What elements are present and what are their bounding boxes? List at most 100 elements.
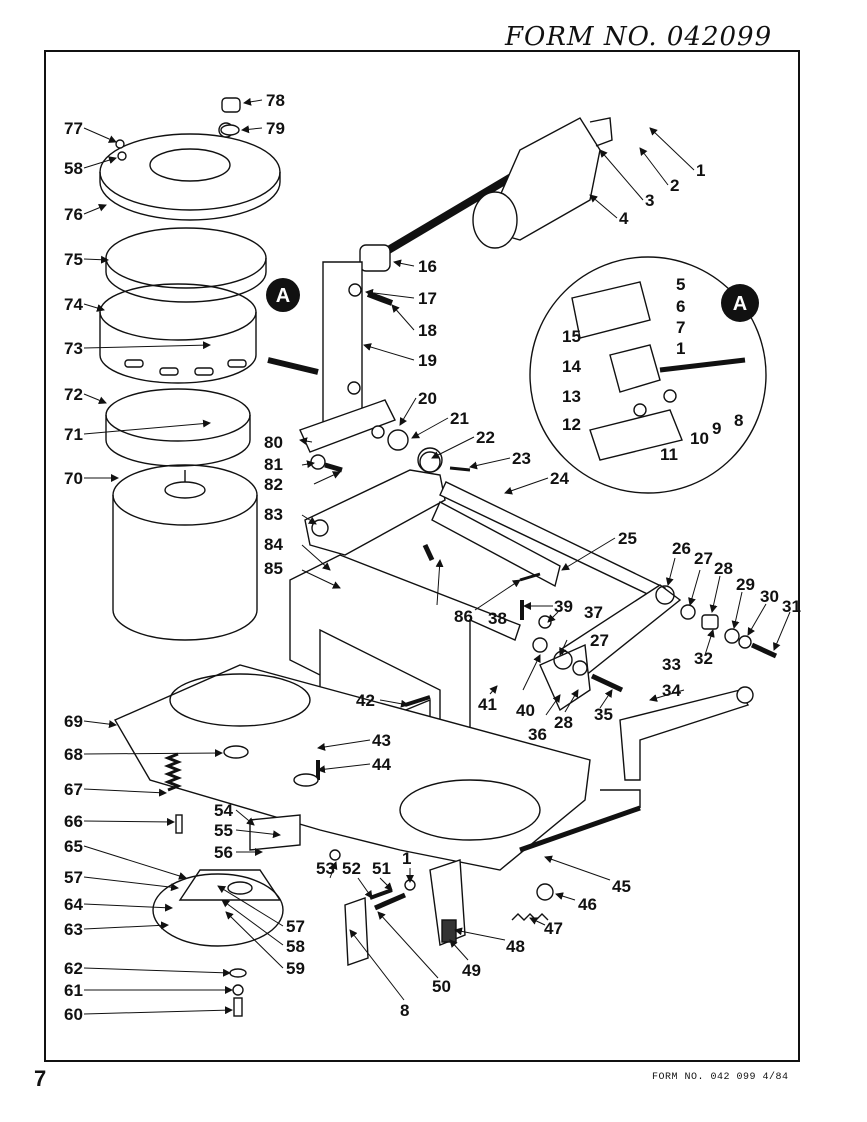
label-2: 2 [670, 176, 679, 195]
label-63: 63 [64, 920, 83, 939]
top-cover-part [99, 122, 281, 221]
pin-stack-part [229, 968, 247, 1017]
callout-a-detail: A [721, 284, 759, 322]
motor-part [112, 464, 258, 641]
label-84: 84 [264, 535, 283, 554]
label-80: 80 [264, 433, 283, 452]
label-1b: 1 [402, 849, 411, 868]
label-25: 25 [618, 529, 637, 548]
label-76: 76 [64, 205, 83, 224]
label-24: 24 [550, 469, 569, 488]
bottom-disc-part [152, 869, 284, 947]
label-26: 26 [672, 539, 691, 558]
rod-part [519, 789, 641, 853]
label-4: 4 [619, 209, 629, 228]
label-42: 42 [356, 691, 375, 710]
label-35: 35 [594, 705, 613, 724]
label-77: 77 [64, 119, 83, 138]
label-38: 38 [488, 609, 507, 628]
label-5: 5 [676, 275, 685, 294]
label-29: 29 [736, 575, 755, 594]
label-10: 10 [690, 429, 709, 448]
label-31: 31 [782, 597, 801, 616]
label-57: 57 [64, 868, 83, 887]
coil-spring-part [163, 752, 183, 792]
label-57b: 57 [286, 917, 305, 936]
label-27b: 27 [590, 631, 609, 650]
form-code-footer: FORM NO. 042 099 4/84 [652, 1072, 789, 1083]
label-3: 3 [645, 191, 654, 210]
lift-arm-part [299, 399, 446, 556]
label-74: 74 [64, 295, 83, 314]
ring-band-part [105, 227, 267, 303]
label-41: 41 [478, 695, 497, 714]
label-33: 33 [662, 655, 681, 674]
label-43: 43 [372, 731, 391, 750]
label-23: 23 [512, 449, 531, 468]
label-60: 60 [64, 1005, 83, 1024]
page-number: 7 [34, 1066, 47, 1091]
actuator-part [359, 117, 613, 272]
label-55: 55 [214, 821, 233, 840]
label-58b: 58 [286, 937, 305, 956]
label-85: 85 [264, 559, 283, 578]
label-71: 71 [64, 425, 83, 444]
label-32: 32 [694, 649, 713, 668]
bolt-stack-part [680, 604, 778, 659]
label-64: 64 [64, 895, 83, 914]
detail-a-circle [529, 256, 767, 494]
lower-ring-part [105, 388, 251, 467]
label-73: 73 [64, 339, 83, 358]
label-37: 37 [584, 603, 603, 622]
label-30: 30 [760, 587, 779, 606]
label-27: 27 [694, 549, 713, 568]
label-46: 46 [578, 895, 597, 914]
label-61: 61 [64, 981, 83, 1000]
label-45: 45 [612, 877, 631, 896]
label-8b: 8 [734, 411, 743, 430]
label-39: 39 [554, 597, 573, 616]
u-bracket-part [431, 501, 561, 588]
label-78: 78 [266, 91, 285, 110]
callout-a-main-letter: A [276, 285, 290, 307]
perforated-ring-part [99, 283, 257, 384]
label-67: 67 [64, 780, 83, 799]
label-75: 75 [64, 250, 83, 269]
label-81: 81 [264, 455, 283, 474]
label-15: 15 [562, 327, 581, 346]
spring-part [511, 883, 554, 921]
label-34: 34 [662, 681, 681, 700]
base-plate-part [114, 664, 591, 871]
label-1: 1 [696, 161, 705, 180]
label-86: 86 [454, 607, 473, 626]
handwritten-form-number: FORM NO. 042099 [505, 22, 773, 52]
label-82: 82 [264, 475, 283, 494]
label-79: 79 [266, 119, 285, 138]
handle-rod-part [267, 357, 319, 375]
label-7: 7 [676, 318, 685, 337]
label-56: 56 [214, 843, 233, 862]
label-36: 36 [528, 725, 547, 744]
diagram-frame [44, 50, 800, 1062]
label-18: 18 [418, 321, 437, 340]
label-59: 59 [286, 959, 305, 978]
label-22: 22 [476, 428, 495, 447]
label-8: 8 [400, 1001, 409, 1020]
pedal-lever-part [619, 686, 754, 781]
label-13: 13 [562, 387, 581, 406]
label-44: 44 [372, 755, 391, 774]
pedal-part [429, 859, 466, 946]
label-12: 12 [562, 415, 581, 434]
part-labels: 78 79 77 58 76 75 74 73 72 71 70 1 2 3 4… [64, 91, 801, 1024]
label-28b: 28 [554, 713, 573, 732]
label-65: 65 [64, 837, 83, 856]
label-28: 28 [714, 559, 733, 578]
hinge-plate-part [344, 892, 406, 966]
label-49: 49 [462, 961, 481, 980]
leader-lines [83, 97, 791, 1015]
label-68: 68 [64, 745, 83, 764]
label-47: 47 [544, 919, 563, 938]
label-53: 53 [316, 859, 335, 878]
label-50: 50 [432, 977, 451, 996]
